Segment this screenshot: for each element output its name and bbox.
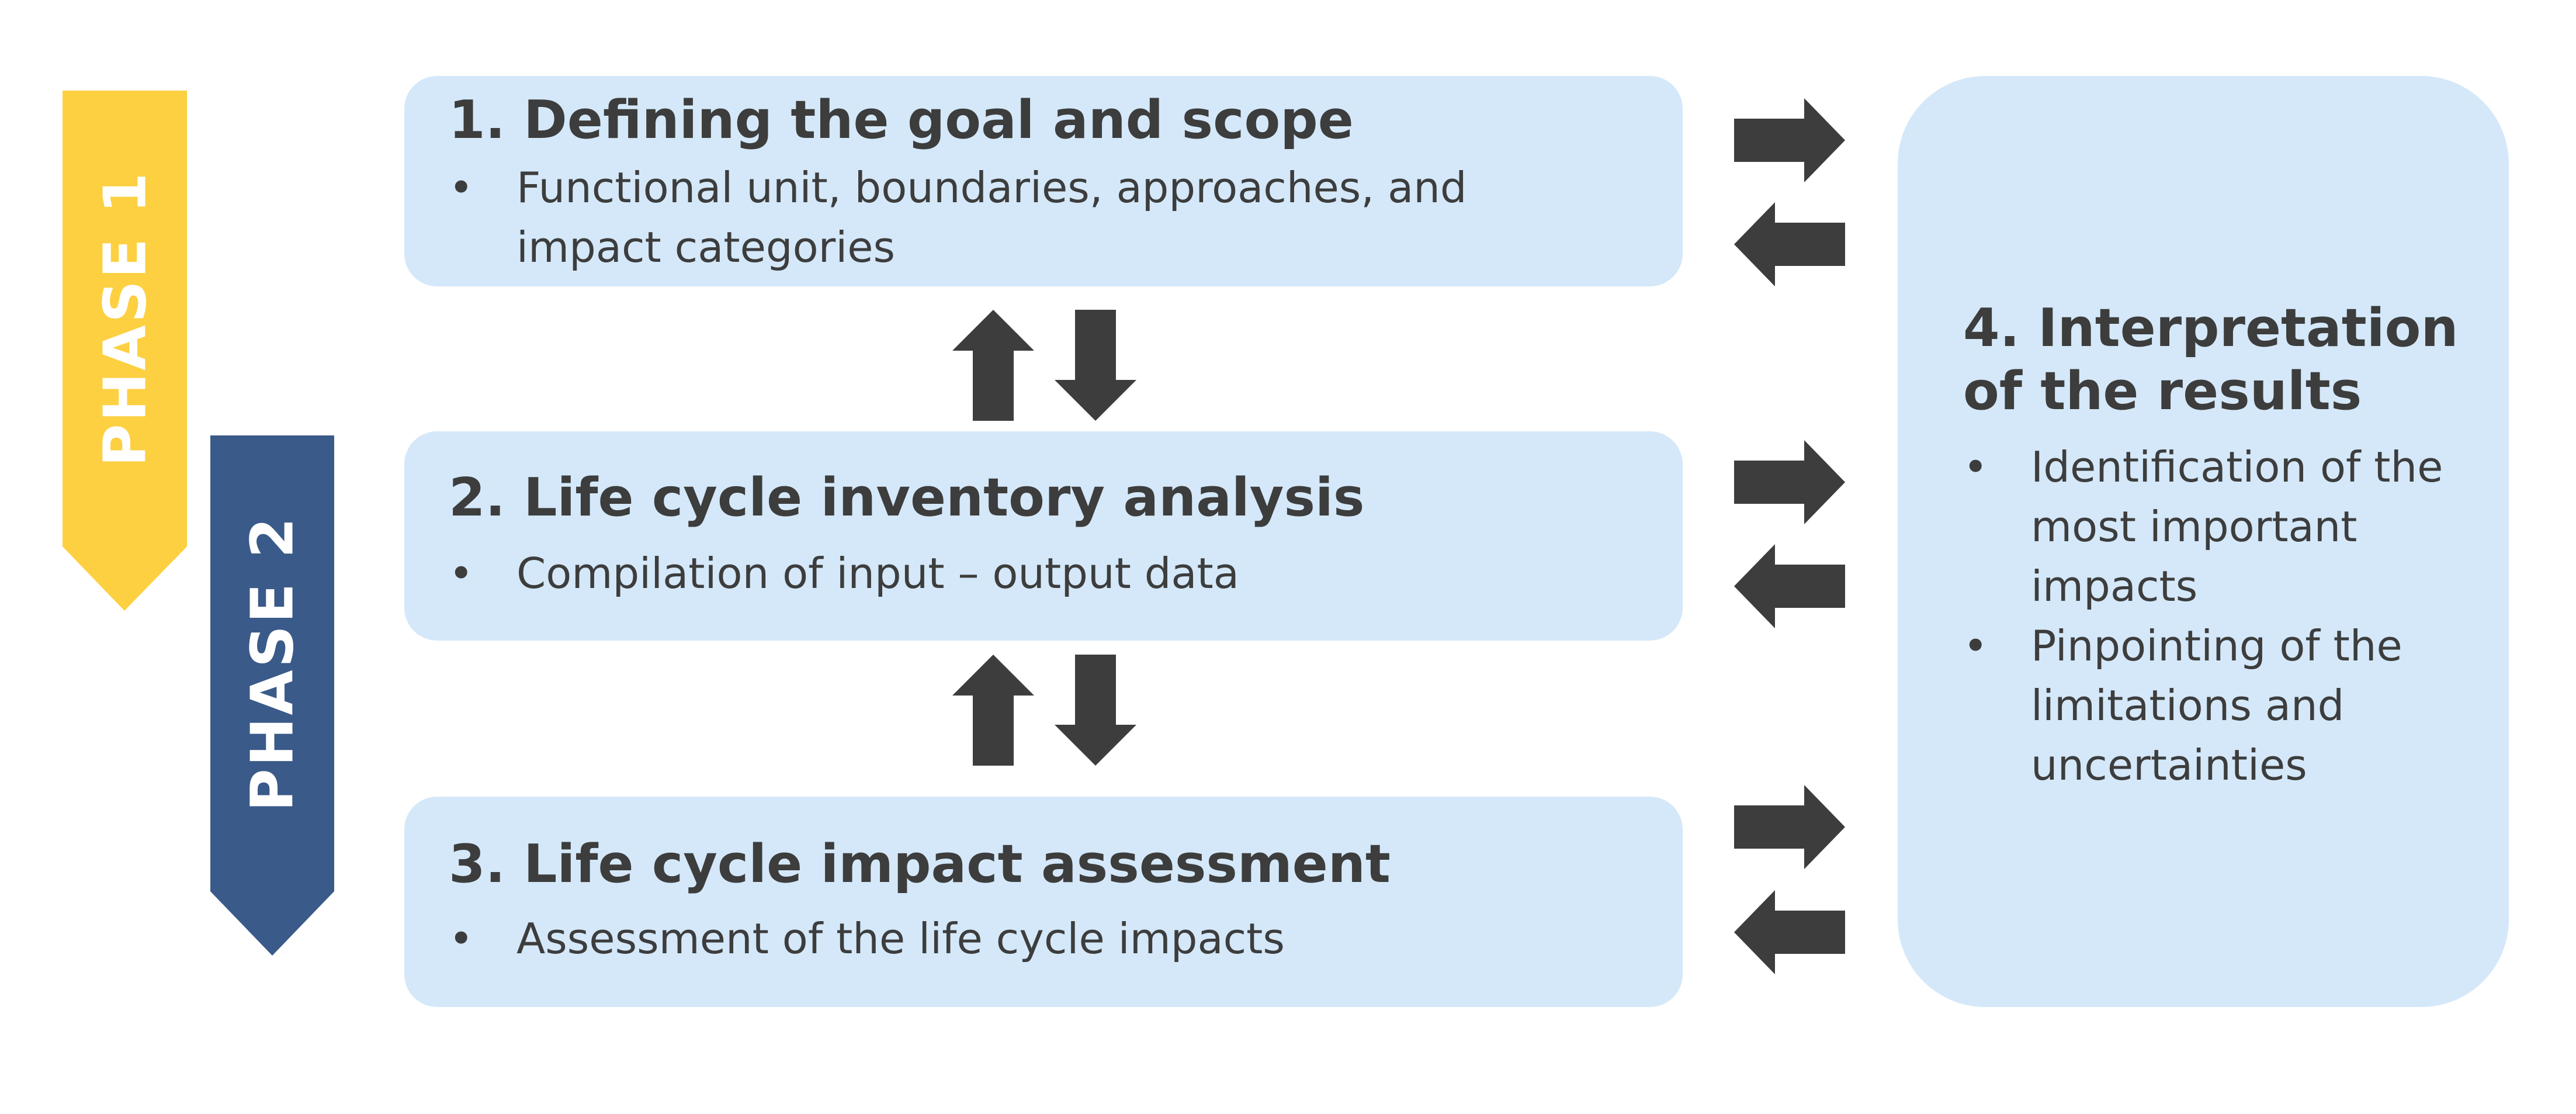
inventory-analysis-bullet-list: Compilation of input – output data bbox=[449, 544, 1623, 603]
arrow-up-icon bbox=[952, 310, 1034, 421]
arrow-left-icon bbox=[1734, 890, 1845, 974]
arrow-left-icon bbox=[1734, 544, 1845, 628]
arrow-down-icon bbox=[1055, 655, 1136, 766]
interpretation-title: 4. Interpretation of the results bbox=[1963, 297, 2459, 422]
phase-1-banner bbox=[63, 91, 187, 611]
goal-scope-bullet: Functional unit, boundaries, approaches,… bbox=[449, 158, 1623, 277]
interpretation-bullet-list: Identification of the most important imp… bbox=[1963, 437, 2466, 795]
impact-assessment-bullet: Assessment of the life cycle impacts bbox=[449, 909, 1623, 968]
impact-assessment-title: 3. Life cycle impact assessment bbox=[449, 833, 1391, 895]
arrow-right-icon bbox=[1734, 440, 1845, 524]
arrow-down-icon bbox=[1055, 310, 1136, 421]
arrow-left-icon bbox=[1734, 202, 1845, 286]
interpretation-bullet-2: Pinpointing of the limitations and uncer… bbox=[1963, 616, 2466, 795]
impact-assessment-bullet-list: Assessment of the life cycle impacts bbox=[449, 909, 1623, 968]
inventory-analysis-title: 2. Life cycle inventory analysis bbox=[449, 467, 1365, 528]
impact-assessment-box: 3. Life cycle impact assessment bbox=[404, 797, 1683, 1007]
goal-scope-bullet-list: Functional unit, boundaries, approaches,… bbox=[449, 158, 1623, 277]
arrow-right-icon bbox=[1734, 785, 1845, 869]
inventory-analysis-box: 2. Life cycle inventory analysis bbox=[404, 431, 1683, 641]
goal-scope-title: 1. Defining the goal and scope bbox=[449, 89, 1354, 151]
arrow-right-icon bbox=[1734, 98, 1845, 182]
phase-2-banner bbox=[210, 435, 334, 956]
arrow-up-icon bbox=[952, 655, 1034, 766]
interpretation-bullet-1: Identification of the most important imp… bbox=[1963, 437, 2466, 616]
inventory-analysis-bullet: Compilation of input – output data bbox=[449, 544, 1623, 603]
